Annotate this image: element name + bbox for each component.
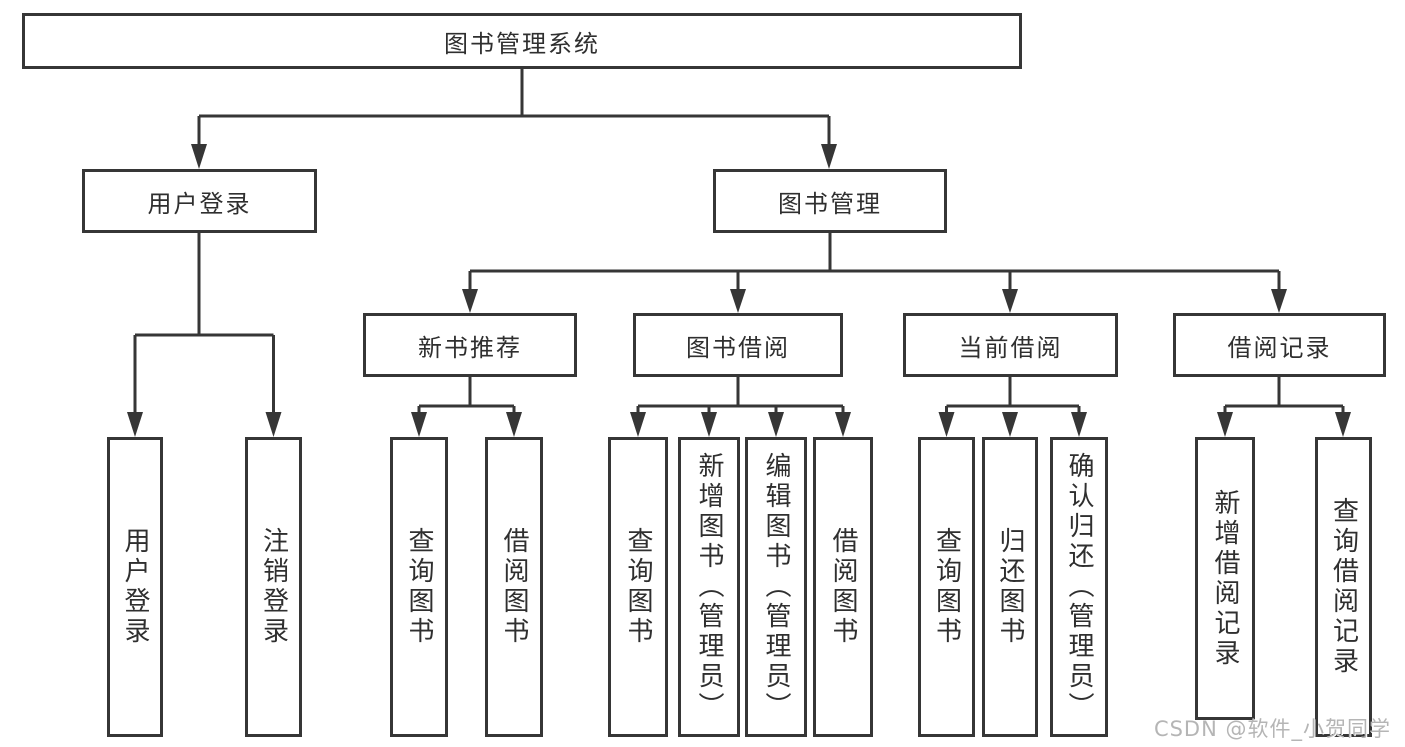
node-current-borrowing: 当前借阅 bbox=[903, 313, 1118, 377]
leaf-return-book: 归还图书 bbox=[982, 437, 1038, 737]
csdn-watermark: CSDN @软件_小贺同学 bbox=[1153, 717, 1391, 741]
node-borrowing-records: 借阅记录 bbox=[1173, 313, 1386, 377]
leaf-borrow-books-under-newbook: 借阅图书 bbox=[485, 437, 543, 737]
leaf-add-book-admin: 新增图书（管理员） bbox=[678, 437, 740, 737]
leaf-user-login: 用户登录 bbox=[107, 437, 163, 737]
node-library-management-system: 图书管理系统 bbox=[22, 13, 1022, 69]
node-new-book-recommendation: 新书推荐 bbox=[363, 313, 577, 377]
leaf-query-books-under-current: 查询图书 bbox=[918, 437, 975, 737]
arrowheads bbox=[127, 144, 1351, 437]
leaf-query-books-under-newbook: 查询图书 bbox=[390, 437, 448, 737]
leaf-query-borrow-record: 查询借阅记录 bbox=[1315, 437, 1372, 737]
node-book-borrowing: 图书借阅 bbox=[633, 313, 843, 377]
leaf-query-books-under-borrowing: 查询图书 bbox=[608, 437, 668, 737]
leaf-add-borrow-record: 新增借阅记录 bbox=[1195, 437, 1255, 720]
leaf-borrow-books-under-borrowing: 借阅图书 bbox=[813, 437, 873, 737]
leaf-edit-book-admin: 编辑图书（管理员） bbox=[745, 437, 807, 737]
leaf-confirm-return-admin: 确认归还（管理员） bbox=[1050, 437, 1108, 737]
connector-paths bbox=[133, 69, 1345, 415]
leaf-logout: 注销登录 bbox=[245, 437, 302, 737]
node-book-management: 图书管理 bbox=[713, 169, 947, 233]
node-user-login: 用户登录 bbox=[82, 169, 317, 233]
